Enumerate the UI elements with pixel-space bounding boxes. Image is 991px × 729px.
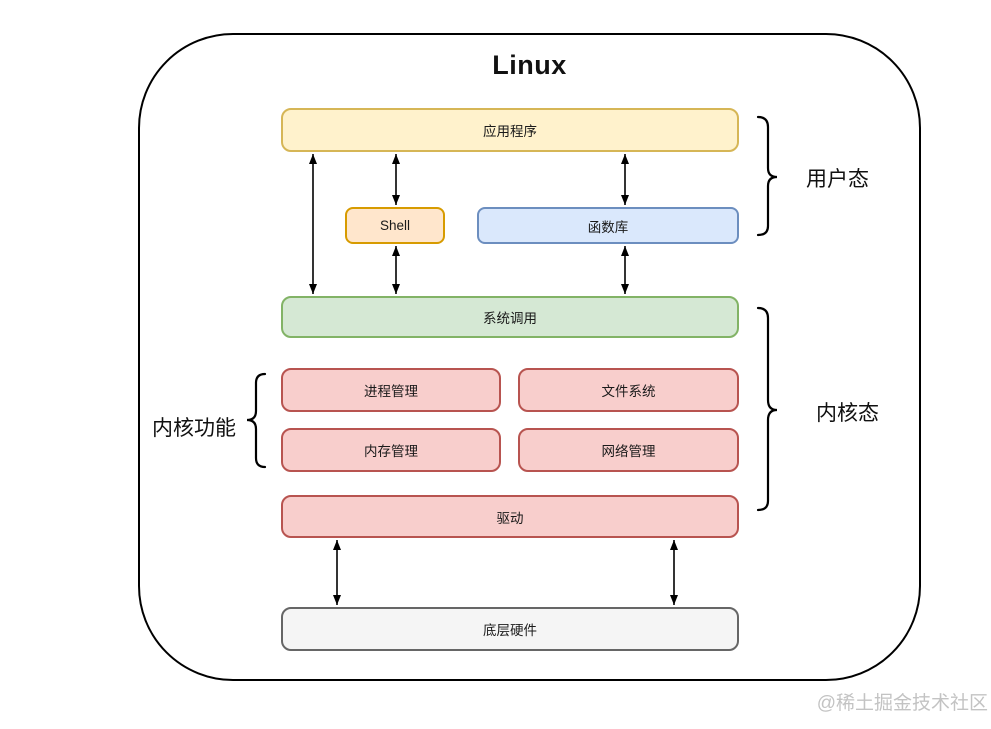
- watermark: @稀土掘金技术社区: [816, 693, 988, 714]
- node-process-management: 进程管理: [281, 368, 501, 412]
- node-library: 函数库: [477, 207, 739, 244]
- node-shell-label: Shell: [379, 218, 411, 233]
- node-process-management-label: 进程管理: [364, 384, 418, 399]
- kernel-mode-label: 内核态: [816, 402, 879, 425]
- node-library-label: 函数库: [587, 219, 629, 235]
- kernel-mode-brace: [756, 306, 778, 512]
- user-mode-label: 用户态: [806, 168, 869, 191]
- node-memory-management-label: 内存管理: [364, 444, 418, 459]
- node-network-management-label: 网络管理: [601, 444, 656, 459]
- node-applications: 应用程序: [281, 108, 739, 152]
- node-driver-label: 驱动: [496, 510, 524, 526]
- node-network-management: 网络管理: [518, 428, 739, 472]
- node-syscall: 系统调用: [281, 296, 739, 338]
- kernel-functions-brace: [246, 372, 267, 469]
- node-hardware: 底层硬件: [281, 607, 739, 651]
- node-file-system: 文件系统: [518, 368, 739, 412]
- user-mode-brace: [756, 115, 778, 237]
- node-syscall-label: 系统调用: [483, 311, 537, 326]
- node-shell: Shell: [345, 207, 445, 244]
- node-memory-management: 内存管理: [281, 428, 501, 472]
- node-driver: 驱动: [281, 495, 739, 538]
- node-hardware-label: 底层硬件: [483, 623, 537, 638]
- node-file-system-label: 文件系统: [601, 384, 656, 399]
- diagram-title: Linux: [492, 50, 567, 80]
- node-applications-label: 应用程序: [483, 124, 537, 139]
- kernel-functions-label: 内核功能: [152, 417, 236, 440]
